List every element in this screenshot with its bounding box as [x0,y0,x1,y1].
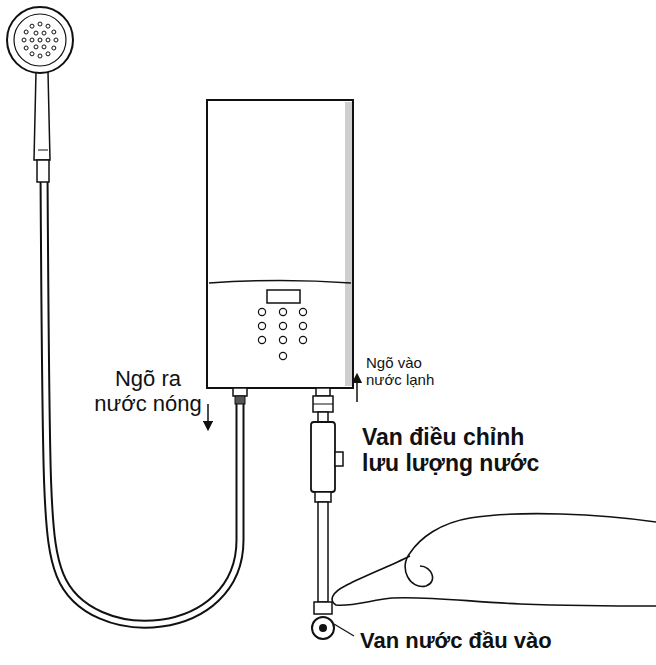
inlet-pipe [318,502,328,602]
cold-in-arrow [356,378,358,402]
callout-label: Van điều chỉnh lưu lượng nước [362,424,552,477]
nozzle [54,38,58,42]
heater-body [207,100,353,388]
shower-head [7,7,73,73]
nozzle [24,30,28,34]
nozzle [38,22,42,26]
display [267,290,300,303]
heater-side-shade [345,102,352,386]
nozzle [52,46,56,50]
nozzle [46,52,50,56]
nozzle [34,31,38,35]
hot-out-arrow [207,404,209,426]
button [258,322,265,329]
shower-nozzles [22,22,58,58]
button [279,352,286,359]
nozzle [42,45,46,49]
nozzle [30,38,34,42]
button [258,308,265,315]
button [279,308,286,315]
inlet-nut [313,396,333,412]
inlet-water-valve [312,617,334,639]
nozzle [22,38,26,42]
button [279,336,286,343]
hot-outlet-fitting [233,388,247,396]
callout-label: Van nước đầu vào [360,628,552,653]
button [299,308,306,315]
hot-outlet-nut [235,396,245,404]
valve-nut [314,602,332,614]
button [299,336,306,343]
callout-label: Ngõ ra nước nóng [92,366,204,417]
panel-divider [209,281,351,284]
handle-end [37,160,49,182]
nozzle [38,38,42,42]
valve-leader [334,624,354,636]
button [279,322,286,329]
button [299,322,306,329]
nozzle [24,46,28,50]
nozzle [38,54,42,58]
nozzle [52,30,56,34]
control-buttons [258,308,306,359]
shower-handle [34,72,50,160]
cold-inlet-fitting [316,388,330,396]
hand [332,514,656,606]
callout-label: Ngõ vào nước lạnh [366,354,440,389]
nozzle [46,38,50,42]
nozzle [34,45,38,49]
valve-knob [335,452,343,466]
nozzle [46,24,50,28]
nozzle [42,31,46,35]
nozzle [30,52,34,56]
button [258,336,265,343]
flow-control-valve [311,422,335,492]
nozzle [30,24,34,28]
